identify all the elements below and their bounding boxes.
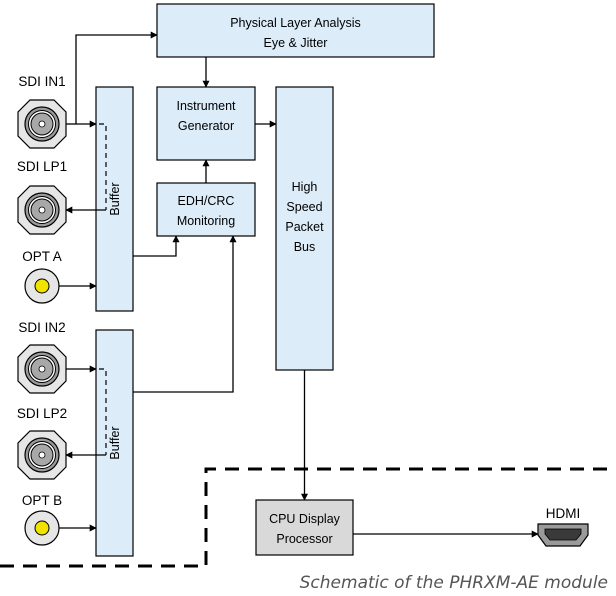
packet-bus-line4: Bus xyxy=(294,240,316,254)
packet-bus-line1: High xyxy=(292,180,318,194)
sdi-lp2-label: SDI LP2 xyxy=(17,406,67,421)
cpu-display-line2: Processor xyxy=(276,532,332,546)
cpu-display-processor-block: CPU Display Processor xyxy=(255,499,354,556)
packet-bus-block: High Speed Packet Bus xyxy=(275,86,334,371)
hdmi-port-icon xyxy=(537,523,589,547)
schematic-caption: Schematic of the PHRXM-AE module xyxy=(300,573,608,593)
buffer-top-label: Buffer xyxy=(108,182,122,215)
opt-b-optical-icon xyxy=(24,510,60,546)
buffer-block-top: Buffer xyxy=(95,86,134,312)
sdi-in2-label: SDI IN2 xyxy=(18,320,65,335)
packet-bus-line2: Speed xyxy=(286,200,322,214)
instrument-generator-line2: Generator xyxy=(178,119,234,133)
physical-layer-analysis-block: Physical Layer Analysis Eye & Jitter xyxy=(156,3,435,58)
buffer-block-bottom: Buffer xyxy=(95,329,134,557)
edh-crc-line1: EDH/CRC xyxy=(178,194,235,208)
instrument-generator-block: Instrument Generator xyxy=(156,86,256,161)
sdi-lp2-connector-icon xyxy=(17,430,67,480)
hdmi-label: HDMI xyxy=(546,506,581,521)
signal-lines xyxy=(59,31,539,538)
opt-a-optical-icon xyxy=(24,268,60,304)
sdi-lp1-connector-icon xyxy=(17,185,67,235)
sdi-in1-connector-icon xyxy=(17,99,67,149)
sdi-lp1-label: SDI LP1 xyxy=(17,159,67,174)
opt-a-label: OPT A xyxy=(22,249,62,264)
cpu-display-line1: CPU Display xyxy=(269,512,341,526)
module-boundary-line xyxy=(0,467,616,568)
sdi-in1-label: SDI IN1 xyxy=(18,74,65,89)
physical-layer-subtitle: Eye & Jitter xyxy=(264,36,328,50)
packet-bus-line3: Packet xyxy=(285,220,324,234)
sdi-in2-connector-icon xyxy=(17,344,67,394)
buffer-bottom-label: Buffer xyxy=(108,426,122,459)
edh-crc-monitoring-block: EDH/CRC Monitoring xyxy=(156,182,256,237)
opt-b-label: OPT B xyxy=(22,493,62,508)
instrument-generator-line1: Instrument xyxy=(176,99,236,113)
physical-layer-title: Physical Layer Analysis xyxy=(230,16,361,30)
edh-crc-line2: Monitoring xyxy=(177,214,235,228)
